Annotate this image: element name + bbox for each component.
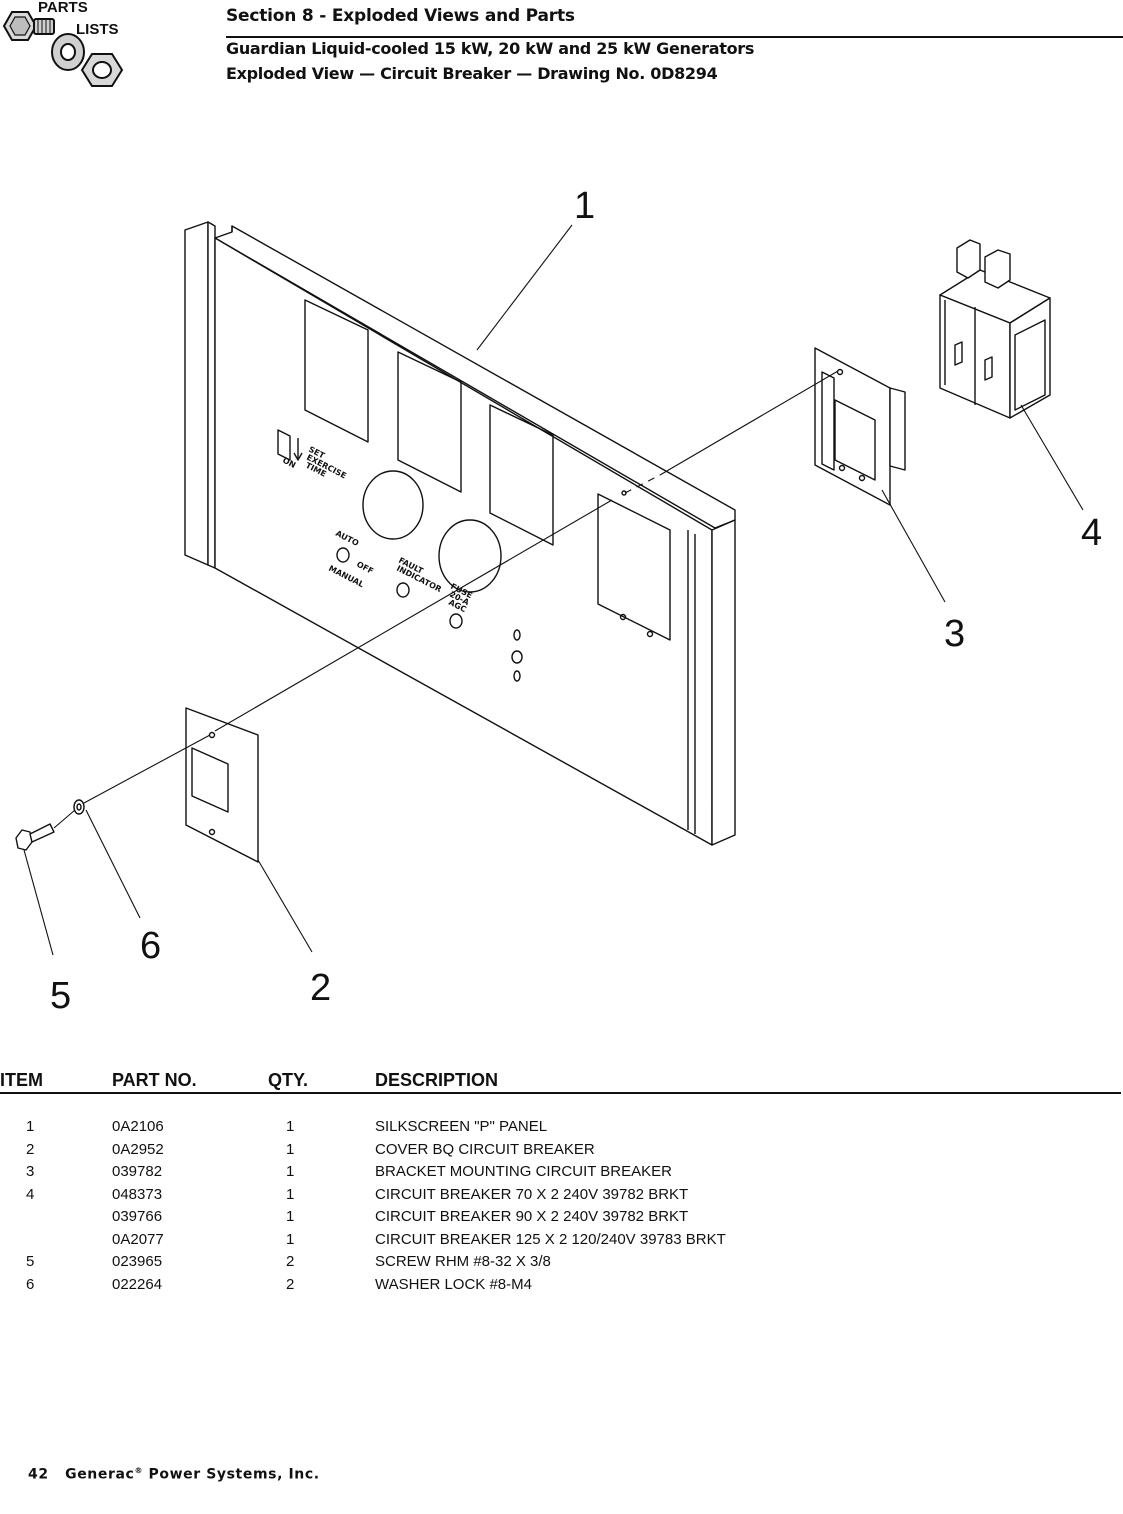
table-row: 0A2077 1 CIRCUIT BREAKER 125 X 2 120/240… xyxy=(0,1231,1121,1254)
cell-qty: 2 xyxy=(286,1253,295,1270)
cell-item: 2 xyxy=(26,1140,35,1158)
bolt-icon xyxy=(2,11,55,41)
cell-item: 5 xyxy=(26,1253,35,1270)
parts-table: 1 0A2106 1 SILKSCREEN "P" PANEL 2 0A2952… xyxy=(0,1118,1121,1298)
header-rule xyxy=(226,36,1123,38)
table-row: 039766 1 CIRCUIT BREAKER 90 X 2 240V 397… xyxy=(0,1208,1121,1231)
down-arrow-icon xyxy=(293,438,303,461)
exploded-view-drawing: SET EXERCISE TIME ON AUTO OFF MANUAL FAU… xyxy=(15,185,1102,1017)
drawing-subtitle: Exploded View — Circuit Breaker — Drawin… xyxy=(226,64,718,83)
table-row: 4 048373 1 CIRCUIT BREAKER 70 X 2 240V 3… xyxy=(0,1186,1121,1209)
cell-qty: 2 xyxy=(286,1275,295,1293)
cell-part: 022264 xyxy=(112,1275,163,1293)
callout-4: 4 xyxy=(1081,512,1102,554)
callout-1: 1 xyxy=(574,185,595,227)
section-title: Section 8 - Exploded Views and Parts xyxy=(226,6,575,26)
column-header-part: PART NO. xyxy=(112,1070,197,1090)
callout-3: 3 xyxy=(944,613,965,655)
registered-mark: ® xyxy=(134,1466,144,1475)
document-title: Guardian Liquid-cooled 15 kW, 20 kW and … xyxy=(226,39,755,58)
leader-lines xyxy=(23,224,1084,956)
cell-part: 0A2952 xyxy=(112,1140,164,1158)
cell-part: 048373 xyxy=(112,1185,163,1203)
callouts: 1 2 3 4 5 6 xyxy=(50,185,1102,1017)
cell-description: SILKSCREEN "P" PANEL xyxy=(375,1118,548,1135)
callout-2: 2 xyxy=(310,967,331,1009)
cell-item: 6 xyxy=(26,1275,35,1293)
cell-description: SCREW RHM #8-32 X 3/8 xyxy=(375,1253,551,1270)
column-header-qty: QTY. xyxy=(268,1070,309,1090)
company-name: Generac xyxy=(65,1466,135,1483)
mounting-bracket xyxy=(814,347,906,506)
page-footer: 42 Generac® Power Systems, Inc. xyxy=(28,1466,320,1483)
cell-item: 4 xyxy=(26,1185,35,1203)
table-row: 1 0A2106 1 SILKSCREEN "P" PANEL xyxy=(0,1118,1121,1141)
column-header-item: ITEM xyxy=(0,1070,43,1090)
logo-word-parts: PARTS xyxy=(38,0,88,16)
table-row: 3 039782 1 BRACKET MOUNTING CIRCUIT BREA… xyxy=(0,1163,1121,1186)
cell-part: 023965 xyxy=(112,1253,163,1270)
callout-5: 5 xyxy=(50,975,71,1017)
cell-description: CIRCUIT BREAKER 90 X 2 240V 39782 BRKT xyxy=(375,1208,689,1225)
company-name-rest: Power Systems, Inc. xyxy=(148,1466,320,1483)
cell-qty: 1 xyxy=(286,1230,295,1248)
cell-part: 039766 xyxy=(112,1208,163,1225)
cell-description: CIRCUIT BREAKER 125 X 2 120/240V 39783 B… xyxy=(375,1230,726,1248)
cell-item: 1 xyxy=(26,1118,35,1135)
circuit-breaker xyxy=(939,239,1051,419)
nut-icon xyxy=(80,53,124,87)
column-header-description: DESCRIPTION xyxy=(375,1070,499,1090)
cell-item: 3 xyxy=(26,1163,35,1180)
silkscreen-panel xyxy=(184,221,736,846)
lock-washer xyxy=(73,799,85,815)
table-row: 6 022264 2 WASHER LOCK #8-M4 xyxy=(0,1276,1121,1299)
parts-lists-logo: PARTS LISTS xyxy=(2,0,124,87)
assembly-line xyxy=(53,370,839,829)
circuit-breaker-cover xyxy=(185,707,259,863)
cell-qty: 1 xyxy=(286,1163,295,1180)
table-header-rule xyxy=(0,1092,1121,1094)
cell-description: BRACKET MOUNTING CIRCUIT BREAKER xyxy=(375,1163,672,1180)
page-number: 42 xyxy=(28,1466,49,1483)
cell-description: WASHER LOCK #8-M4 xyxy=(375,1275,532,1293)
cell-qty: 1 xyxy=(286,1185,295,1203)
cell-qty: 1 xyxy=(286,1140,295,1158)
cell-part: 039782 xyxy=(112,1163,163,1180)
cell-qty: 1 xyxy=(286,1118,295,1135)
cell-qty: 1 xyxy=(286,1208,295,1225)
table-row: 5 023965 2 SCREW RHM #8-32 X 3/8 xyxy=(0,1253,1121,1276)
cell-description: COVER BQ CIRCUIT BREAKER xyxy=(375,1140,595,1158)
cell-description: CIRCUIT BREAKER 70 X 2 240V 39782 BRKT xyxy=(375,1185,689,1203)
washer-icon xyxy=(51,33,85,71)
cell-part: 0A2106 xyxy=(112,1118,164,1135)
cell-part: 0A2077 xyxy=(112,1230,164,1248)
screw xyxy=(15,823,55,851)
callout-6: 6 xyxy=(140,925,161,967)
logo-word-lists: LISTS xyxy=(76,21,119,38)
table-row: 2 0A2952 1 COVER BQ CIRCUIT BREAKER xyxy=(0,1141,1121,1164)
